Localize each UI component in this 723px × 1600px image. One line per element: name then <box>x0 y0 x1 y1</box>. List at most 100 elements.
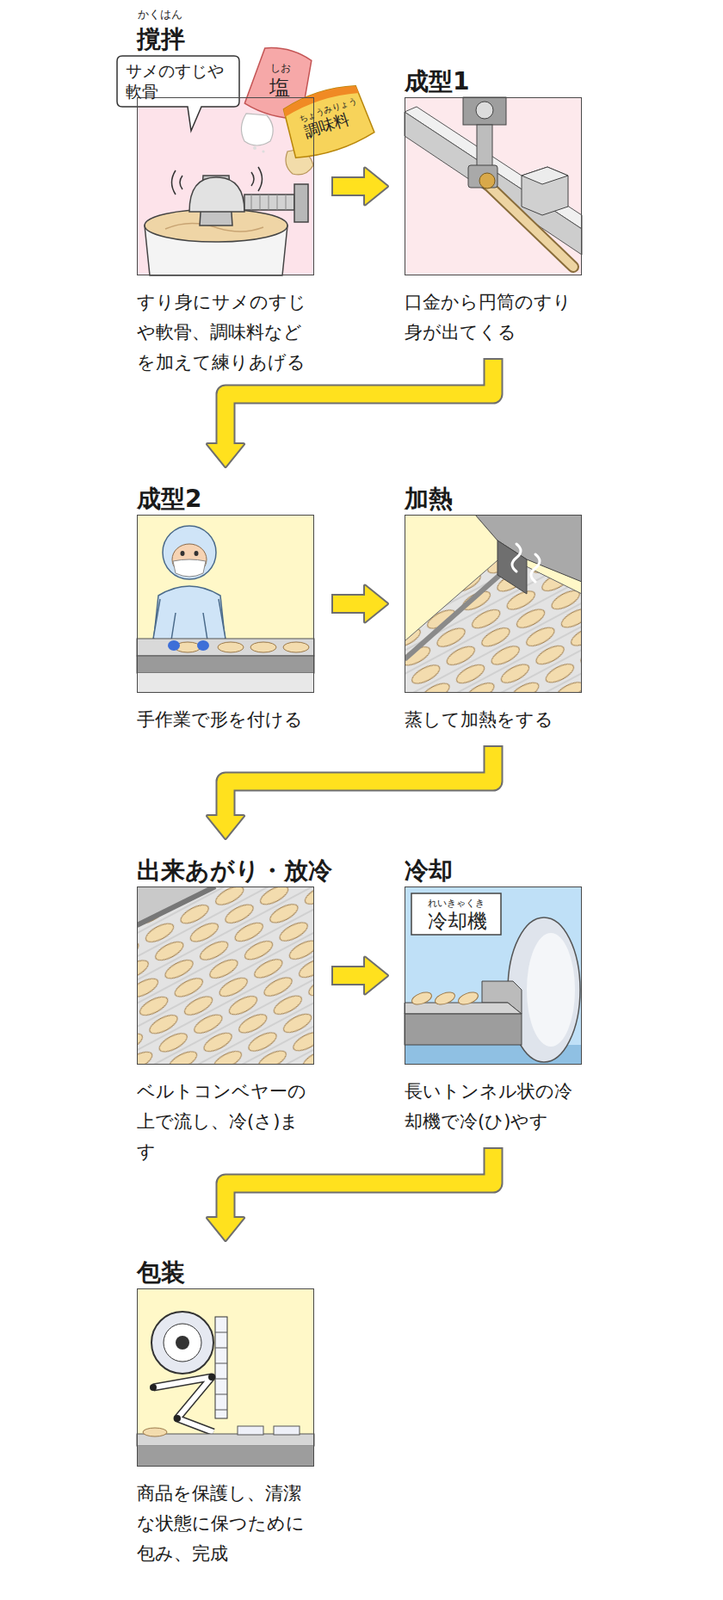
step-panel <box>136 886 315 1065</box>
mixing-scene <box>251 194 286 211</box>
steamer-scene <box>404 514 582 693</box>
step-caption: 口金から円筒のすり身が出てくる <box>404 287 577 348</box>
extruder-scene <box>475 101 494 119</box>
process-step: 成型1 口金から円筒のすり身が出てくる <box>404 66 582 348</box>
steamer-scene <box>512 543 540 582</box>
arrow-shaft <box>333 595 365 612</box>
packaging-scene <box>136 1288 315 1467</box>
arrowhead-outline <box>364 957 388 995</box>
cooler-scene <box>482 981 522 1014</box>
hand-shaping-scene <box>136 638 315 656</box>
steamer-scene <box>497 540 527 594</box>
arrowhead <box>364 957 388 995</box>
arrowhead <box>207 815 244 839</box>
process-step: 出来あがり・放冷ベルトコンベヤーの上で流し、冷(さ)ます <box>136 855 315 1168</box>
packaging-scene <box>149 1384 157 1391</box>
seasoning-bag <box>278 80 377 175</box>
steamer-scene <box>404 514 582 693</box>
packaging-scene <box>173 1415 181 1422</box>
hand-shaping-scene <box>174 642 201 653</box>
extruder-scene <box>521 166 569 185</box>
step-heading: 包装 <box>136 1257 315 1289</box>
packaging-scene <box>215 1316 228 1419</box>
steamer-scene <box>404 566 510 660</box>
steamer-scene <box>475 514 582 582</box>
packaging-scene <box>136 1288 315 1467</box>
packaging-scene <box>163 1323 202 1362</box>
arrowhead-outline <box>207 1217 244 1241</box>
arrowhead-outline <box>207 815 244 839</box>
packaging-scene <box>136 1433 315 1446</box>
picture-label: 塩 <box>269 75 291 101</box>
mixing-scene <box>144 225 288 276</box>
step-panel <box>136 1288 315 1467</box>
arrowhead <box>207 444 244 467</box>
hand-shaping-scene <box>197 640 210 651</box>
cooler-scene <box>404 1044 582 1065</box>
mixing-scene <box>136 97 315 276</box>
cooler-scene <box>411 893 501 935</box>
arrowhead-outline <box>207 444 244 467</box>
step-panel <box>136 97 315 276</box>
cooler-scene <box>457 989 481 1007</box>
mixing-scene <box>144 209 288 242</box>
cooler-scene <box>507 917 581 1063</box>
step-caption: 蒸して加熱をする <box>404 704 577 736</box>
salt-bag <box>241 113 273 146</box>
extruder-scene <box>404 97 582 276</box>
mixing-scene <box>199 175 233 226</box>
mixing-scene <box>172 166 263 195</box>
hand-shaping-scene <box>136 655 315 674</box>
hand-shaping-scene <box>153 586 226 644</box>
step-heading: 成型1 <box>404 66 582 98</box>
picture-label: れいきゃくき <box>427 897 485 909</box>
cooler-scene <box>526 933 575 1047</box>
conveyor-scene <box>136 886 315 1065</box>
picture-label: サメのすじや軟骨 <box>125 60 233 102</box>
arrow-shaft <box>333 178 365 195</box>
packaging-scene <box>215 1332 228 1410</box>
step-caption: ベルトコンベヤーの上で流し、冷(さ)ます <box>136 1076 309 1168</box>
extruder-scene <box>476 124 493 168</box>
salt-bag <box>253 146 257 150</box>
step-caption: 商品を保護し、清潔な状態に保つために包み、完成 <box>136 1478 309 1570</box>
conveyor-scene <box>136 886 315 1065</box>
arrow-outline <box>331 176 365 197</box>
hand-shaping-scene <box>136 673 315 693</box>
arrowhead <box>364 586 388 623</box>
cooler-scene <box>404 1013 522 1045</box>
mixing-scene <box>244 194 295 211</box>
step-heading: 加熱 <box>404 483 582 515</box>
flow-arrow <box>207 745 494 839</box>
extruder-scene <box>487 184 574 267</box>
hand-shaping-scene <box>167 640 180 651</box>
mixing-scene <box>165 222 264 232</box>
arrow-outline <box>225 1147 494 1218</box>
mixing-scene <box>189 177 245 212</box>
hand-shaping-scene <box>173 559 206 577</box>
arrow-outline <box>331 593 365 614</box>
speech-bubble <box>117 55 240 131</box>
hand-shaping-scene <box>136 514 315 693</box>
packaging-scene <box>175 1335 190 1350</box>
picture-label: 冷却機 <box>427 909 488 934</box>
arrow-shaft <box>333 967 365 984</box>
conveyor-scene <box>136 886 216 926</box>
seasoning-bag <box>278 80 377 163</box>
packaging-scene <box>136 1446 315 1467</box>
hand-shaping-scene <box>136 514 315 693</box>
mixing-scene <box>136 97 315 276</box>
extruder-scene <box>479 173 495 189</box>
seasoning-bag <box>278 80 377 163</box>
packaging-scene <box>273 1426 300 1435</box>
cooler-scene <box>404 1002 522 1014</box>
packaging-scene <box>208 1373 216 1381</box>
step-panel <box>136 514 315 693</box>
step-caption: 手作業で形を付ける <box>136 704 309 736</box>
hand-shaping-scene <box>180 550 186 557</box>
extruder-scene <box>404 97 582 276</box>
